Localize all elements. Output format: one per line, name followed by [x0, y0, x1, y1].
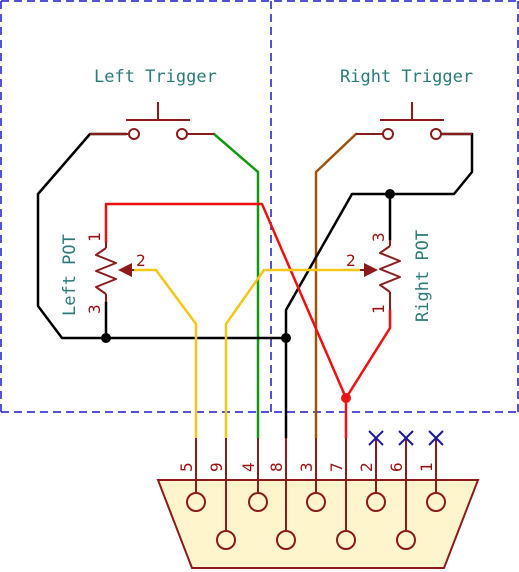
pin-label-5: 5: [177, 462, 196, 472]
socket-pin-5: [186, 492, 206, 512]
pin-label-9: 9: [207, 462, 226, 472]
left-pot-pin1-label: 1: [85, 232, 104, 242]
socket-pin-6: [396, 530, 416, 550]
left-potentiometer: [95, 242, 134, 302]
wires: [36, 132, 474, 440]
left-trigger-title: Left Trigger: [94, 67, 217, 87]
pin-label-6: 6: [387, 462, 406, 472]
connector-leads: [195, 438, 437, 530]
pin-label-7: 7: [327, 462, 346, 472]
socket-pin-1: [426, 492, 446, 512]
wire-yellow-left-wiper: [132, 268, 198, 440]
left-trigger-contact-left: [128, 128, 140, 140]
wire-brown-right-trigger: [314, 132, 358, 440]
left-pot-label: Left POT: [60, 234, 80, 316]
right-trigger-contact-left: [382, 128, 394, 140]
wire-black-left-loop: [36, 132, 128, 340]
pin-label-2: 2: [357, 462, 376, 472]
pin-label-1: 1: [417, 462, 436, 472]
junction-center-ground: [281, 333, 291, 343]
right-pot-pin2-label: 2: [346, 251, 356, 270]
wire-yellow-right-wiper: [224, 268, 362, 440]
left-pot-pin2-label: 2: [136, 251, 146, 270]
wire-green-left-trigger: [212, 132, 260, 440]
wire-red-right-pot1: [344, 308, 392, 400]
no-connect-markers: [368, 430, 444, 446]
socket-pin-8: [276, 530, 296, 550]
connector-pin-labels: 5 9 4 8 3 7 2 6 1: [177, 462, 436, 472]
right-trigger-switch: [356, 102, 472, 140]
right-trigger-contact-right: [430, 128, 442, 140]
wire-black-right-trigger: [284, 132, 474, 440]
wire-red-left-pot1: [104, 202, 348, 400]
right-pot-zigzag: [379, 245, 401, 293]
right-potentiometer: [360, 240, 401, 310]
no-connect-pin-1-icon: [428, 430, 444, 446]
socket-pin-7: [336, 530, 356, 550]
connector-sockets: [186, 492, 446, 550]
socket-pin-4: [248, 492, 268, 512]
left-pot-zigzag: [95, 247, 117, 295]
right-pot-label: Right POT: [413, 230, 433, 322]
socket-pin-2: [366, 492, 386, 512]
no-connect-pin-2-icon: [368, 430, 384, 446]
right-trigger-title: Right Trigger: [340, 67, 473, 87]
junction-left-ground: [101, 333, 111, 343]
no-connect-pin-6-icon: [398, 430, 414, 446]
junctions: [101, 189, 395, 403]
section-frames: [0, 0, 519, 413]
right-pot-wiper-arrow-icon: [364, 263, 378, 277]
right-pot-pin3-label: 3: [369, 232, 388, 242]
left-pot-wiper-arrow-icon: [118, 263, 132, 277]
junction-red: [341, 393, 351, 403]
pin-label-3: 3: [297, 462, 316, 472]
right-pot-pin1-label: 1: [369, 304, 388, 314]
pin-label-4: 4: [239, 462, 258, 472]
socket-pin-3: [306, 492, 326, 512]
left-trigger-contact-right: [176, 128, 188, 140]
junction-right-top: [385, 189, 395, 199]
left-pot-pin3-label: 3: [85, 304, 104, 314]
socket-pin-9: [216, 530, 236, 550]
pin-label-8: 8: [267, 462, 286, 472]
left-trigger-switch: [90, 102, 214, 140]
